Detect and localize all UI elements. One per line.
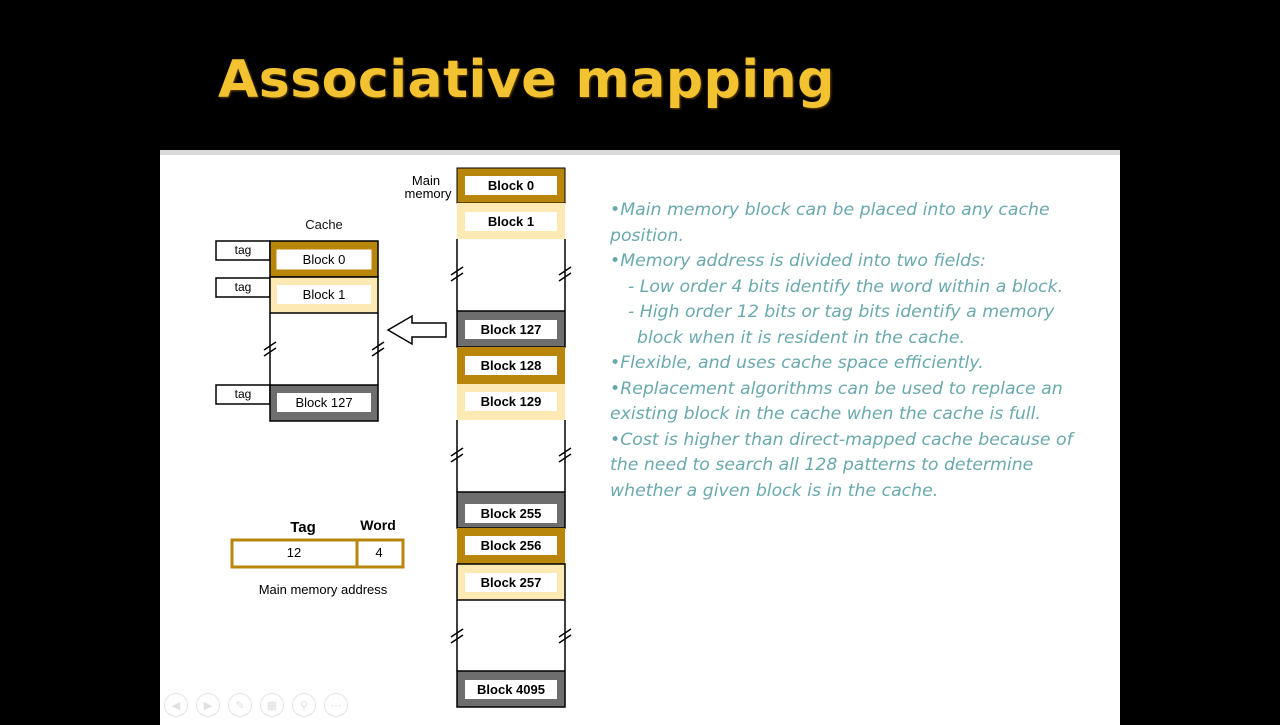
address-word-bits: 4 bbox=[375, 545, 382, 560]
cache-block-127: Block 127 bbox=[269, 384, 379, 422]
address-fields: 12 4 bbox=[230, 538, 405, 569]
bullet-4: •Replacement algorithms can be used to r… bbox=[610, 378, 1063, 425]
address-caption: Main memory address bbox=[259, 582, 388, 597]
memory-block-1: Block 1 bbox=[457, 203, 565, 239]
sub-bullet-1: - Low order 4 bits identify the word wit… bbox=[628, 276, 1064, 297]
main-memory-label-1: Main bbox=[412, 173, 440, 188]
svg-text:Block 0: Block 0 bbox=[488, 178, 534, 193]
next-icon[interactable]: ▶ bbox=[196, 693, 220, 717]
svg-text:Block 128: Block 128 bbox=[481, 358, 542, 373]
bullet-2: •Memory address is divided into two fiel… bbox=[610, 251, 986, 271]
bullet-list: •Main memory block can be placed into an… bbox=[610, 198, 1080, 504]
svg-text:Block 256: Block 256 bbox=[481, 538, 542, 553]
address-tag-header: Tag bbox=[290, 519, 316, 536]
bullet-3: •Flexible, and uses cache space efficien… bbox=[610, 353, 984, 373]
memory-block-127: Block 127 bbox=[456, 310, 566, 348]
pen-icon[interactable]: ✎ bbox=[228, 693, 252, 717]
memory-block-257: Block 257 bbox=[456, 563, 566, 601]
svg-text:Block 0: Block 0 bbox=[303, 252, 346, 267]
address-word-header: Word bbox=[360, 517, 396, 533]
svg-text:Block 127: Block 127 bbox=[295, 395, 352, 410]
bullet-1: •Main memory block can be placed into an… bbox=[610, 200, 1050, 246]
address-tag-bits: 12 bbox=[287, 545, 301, 560]
memory-block-4095: Block 4095 bbox=[456, 670, 566, 708]
svg-text:Block 129: Block 129 bbox=[481, 394, 542, 409]
cache-tag-127: tag bbox=[215, 384, 271, 405]
more-icon[interactable]: ⋯ bbox=[324, 693, 348, 717]
tag-label: tag bbox=[235, 280, 252, 294]
svg-text:Block 257: Block 257 bbox=[481, 575, 542, 590]
svg-text:Block 1: Block 1 bbox=[488, 214, 534, 229]
cache-label: Cache bbox=[305, 217, 343, 232]
slides-icon[interactable]: ▦ bbox=[260, 693, 284, 717]
left-arrow-icon bbox=[386, 314, 447, 346]
memory-block-0: Block 0 bbox=[456, 167, 566, 204]
cache-tag-1: tag bbox=[215, 277, 271, 298]
memory-block-128: Block 128 bbox=[457, 347, 565, 384]
svg-text:Block 127: Block 127 bbox=[481, 322, 542, 337]
svg-text:Block 1: Block 1 bbox=[303, 287, 346, 302]
memory-block-255: Block 255 bbox=[456, 491, 566, 529]
bullet-5: •Cost is higher than direct-mapped cache… bbox=[610, 429, 1073, 501]
slideshow-controls: ◀ ▶ ✎ ▦ ⚲ ⋯ bbox=[164, 693, 348, 717]
memory-break-marks bbox=[450, 266, 572, 644]
cache-block-1: Block 1 bbox=[269, 276, 379, 314]
cache-tag-0: tag bbox=[215, 240, 271, 261]
zoom-icon[interactable]: ⚲ bbox=[292, 693, 316, 717]
slide-title: Associative mapping bbox=[218, 50, 835, 110]
prev-icon[interactable]: ◀ bbox=[164, 693, 188, 717]
tag-label: tag bbox=[235, 387, 252, 401]
memory-block-256: Block 256 bbox=[457, 528, 565, 564]
main-memory-label-2: memory bbox=[405, 186, 452, 201]
cache-block-0: Block 0 bbox=[269, 240, 379, 278]
sub-bullet-2: - High order 12 bits or tag bits identif… bbox=[628, 302, 1055, 348]
memory-block-129: Block 129 bbox=[457, 384, 565, 420]
svg-text:Block 255: Block 255 bbox=[481, 506, 542, 521]
tag-label: tag bbox=[235, 243, 252, 257]
svg-text:Block 4095: Block 4095 bbox=[477, 682, 545, 697]
